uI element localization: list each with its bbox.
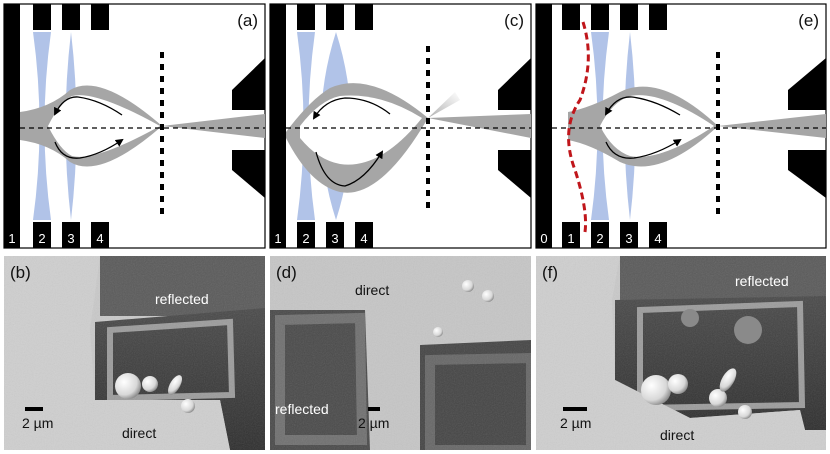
electrode-label-4: 4 xyxy=(654,231,661,246)
electrode-label-4: 4 xyxy=(96,231,103,246)
electrode-label-1: 1 xyxy=(8,231,15,246)
micrograph-b: reflected direct 2 µm (b) xyxy=(4,256,265,450)
electrode-label-1: 1 xyxy=(567,231,574,246)
panel-label-e: (e) xyxy=(798,11,819,30)
electrode-label-3: 3 xyxy=(331,231,338,246)
electrode-labels: 1 2 3 4 xyxy=(274,231,367,246)
electrode-label-0: 0 xyxy=(540,231,547,246)
panel-label-d: (d) xyxy=(276,263,297,282)
label-direct: direct xyxy=(355,282,389,298)
electrode-labels: 1 2 3 4 xyxy=(4,226,104,248)
electrode-label-1: 1 xyxy=(274,231,281,246)
label-direct: direct xyxy=(660,427,694,443)
electrode-label-2: 2 xyxy=(302,231,309,246)
electrode-label-3: 3 xyxy=(67,231,74,246)
label-direct: direct xyxy=(122,425,156,441)
panel-label-a: (a) xyxy=(237,11,258,30)
scale-bar xyxy=(563,407,587,411)
scale-label: 2 µm xyxy=(22,415,53,431)
label-reflected: reflected xyxy=(155,291,209,307)
scale-bar xyxy=(368,407,380,411)
panel-label-c: (c) xyxy=(504,11,524,30)
electrode-labels: 0 1 2 3 4 xyxy=(540,231,661,246)
panel-a: 1 2 3 4 (a) xyxy=(3,3,266,249)
electrode-label-2: 2 xyxy=(38,231,45,246)
scale-bar xyxy=(25,407,43,411)
electrode-label-3: 3 xyxy=(625,231,632,246)
electrode-1-bar xyxy=(4,4,20,248)
scale-label: 2 µm xyxy=(358,415,389,431)
electrode-label-4: 4 xyxy=(360,231,367,246)
panel-label-f: (f) xyxy=(542,263,558,282)
mirror-potential-curve xyxy=(567,21,590,233)
label-reflected: reflected xyxy=(275,401,329,417)
electrode-label-2: 2 xyxy=(596,231,603,246)
panel-c: 1 2 3 4 (c) xyxy=(269,3,532,249)
label-reflected: reflected xyxy=(735,273,789,289)
micrograph-d: direct reflected 2 µm (d) xyxy=(270,256,531,450)
scale-label: 2 µm xyxy=(560,415,591,431)
panel-e: 0 1 2 3 4 (e) xyxy=(535,3,827,249)
panel-label-b: (b) xyxy=(10,263,31,282)
micrograph-f: reflected direct 2 µm (f) xyxy=(536,256,826,450)
